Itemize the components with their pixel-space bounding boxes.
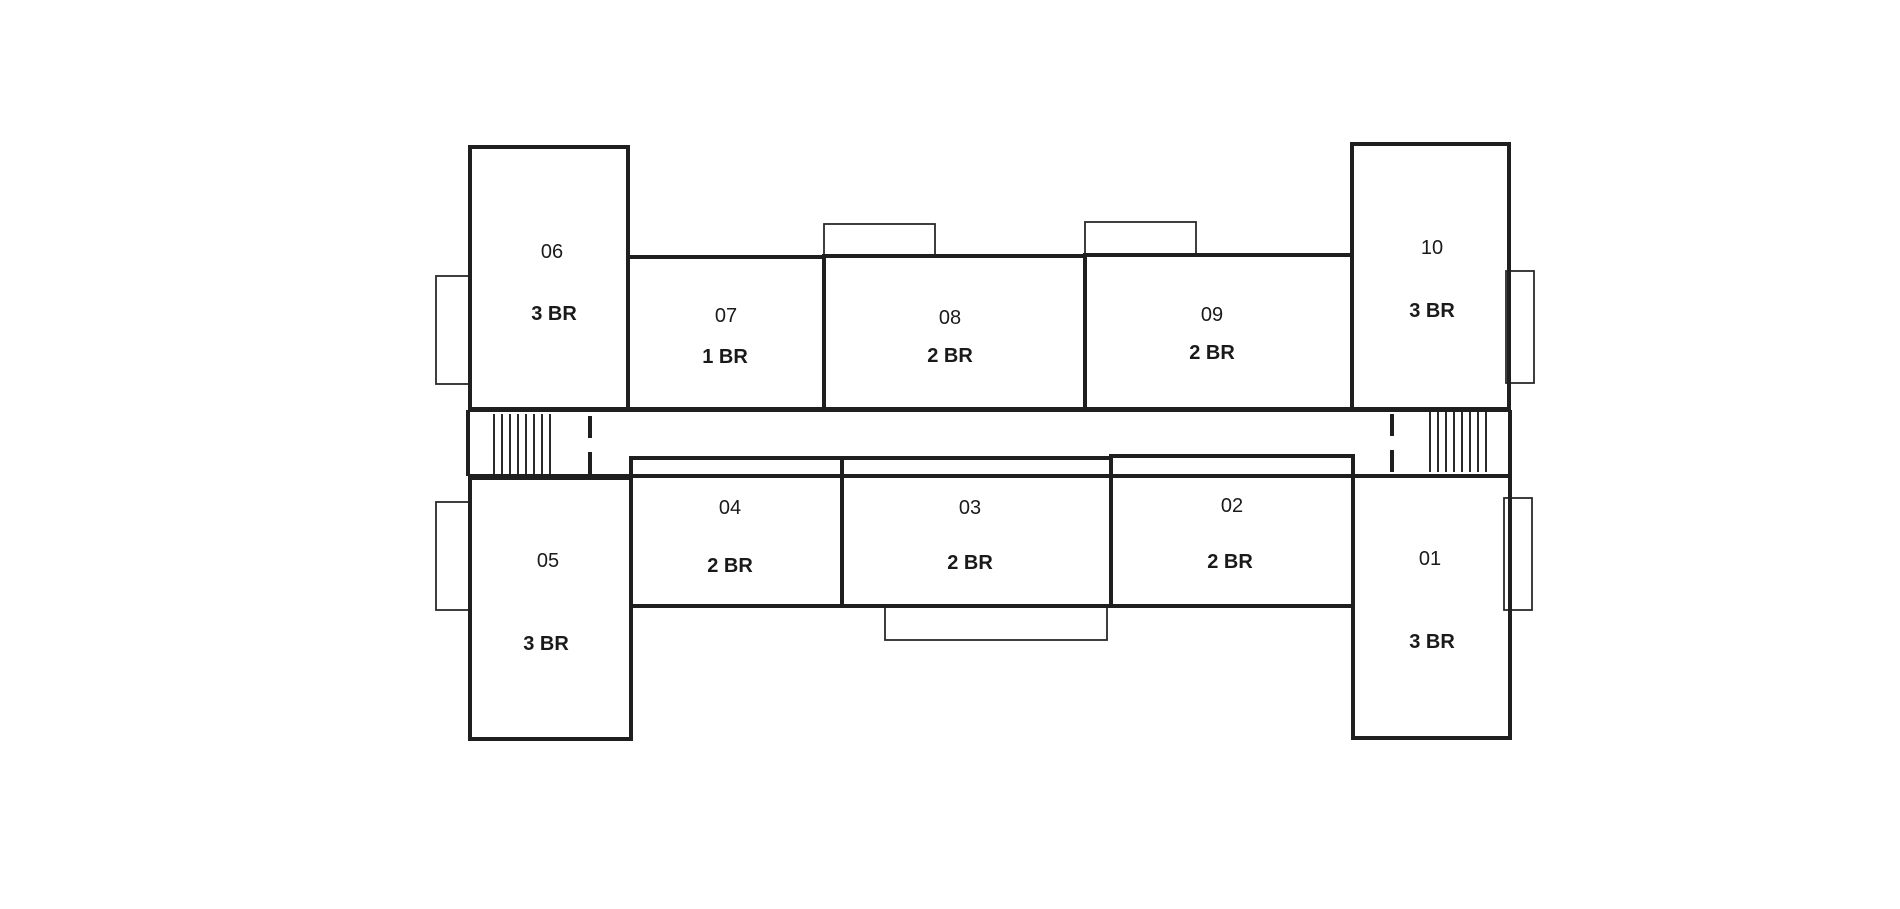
unit-09-outline: [1083, 253, 1354, 411]
unit-01[interactable]: 01 3 BR: [1351, 474, 1512, 740]
unit-08-number: 08: [939, 307, 961, 329]
unit-02[interactable]: 02 2 BR: [1109, 454, 1355, 608]
unit-05-type: 3 BR: [523, 633, 569, 655]
unit-03-number: 03: [959, 497, 981, 519]
unit-04-outline: [629, 456, 844, 608]
unit-05-number: 05: [537, 550, 559, 572]
unit-06-number: 06: [541, 241, 563, 263]
unit-04[interactable]: 04 2 BR: [629, 456, 844, 608]
unit-07-outline: [626, 255, 826, 411]
balcony-09: [1084, 221, 1197, 255]
unit-10-number: 10: [1421, 237, 1443, 259]
unit-08[interactable]: 08 2 BR: [822, 254, 1087, 411]
unit-08-outline: [822, 254, 1087, 411]
unit-09-type: 2 BR: [1189, 342, 1235, 364]
unit-07-number: 07: [715, 305, 737, 327]
unit-02-type: 2 BR: [1207, 551, 1253, 573]
balcony-03: [884, 604, 1108, 641]
unit-02-number: 02: [1221, 495, 1243, 517]
unit-06-type: 3 BR: [531, 303, 577, 325]
unit-06-outline: [468, 145, 630, 411]
balcony-08: [823, 223, 936, 257]
balcony-06: [435, 275, 471, 385]
unit-06[interactable]: 06 3 BR: [468, 145, 630, 411]
unit-07-type: 1 BR: [702, 346, 748, 368]
balcony-01: [1503, 497, 1533, 611]
unit-02-outline: [1109, 454, 1355, 608]
unit-08-type: 2 BR: [927, 345, 973, 367]
unit-09[interactable]: 09 2 BR: [1083, 253, 1354, 411]
unit-04-type: 2 BR: [707, 555, 753, 577]
unit-05-outline: [468, 476, 633, 741]
unit-03-outline: [840, 456, 1113, 608]
unit-01-number: 01: [1419, 548, 1441, 570]
stair-left: [493, 414, 551, 474]
unit-10-outline: [1350, 142, 1511, 411]
unit-09-number: 09: [1201, 304, 1223, 326]
stair-right: [1429, 412, 1487, 472]
unit-10[interactable]: 10 3 BR: [1350, 142, 1511, 411]
unit-10-type: 3 BR: [1409, 300, 1455, 322]
unit-07[interactable]: 07 1 BR: [626, 255, 826, 411]
unit-04-number: 04: [719, 497, 741, 519]
unit-03-type: 2 BR: [947, 552, 993, 574]
unit-01-outline: [1351, 474, 1512, 740]
balcony-10: [1505, 270, 1535, 384]
balconies: [435, 221, 1535, 641]
balcony-05: [435, 501, 471, 611]
unit-03[interactable]: 03 2 BR: [840, 456, 1113, 608]
unit-01-type: 3 BR: [1409, 631, 1455, 653]
unit-05[interactable]: 05 3 BR: [468, 476, 633, 741]
